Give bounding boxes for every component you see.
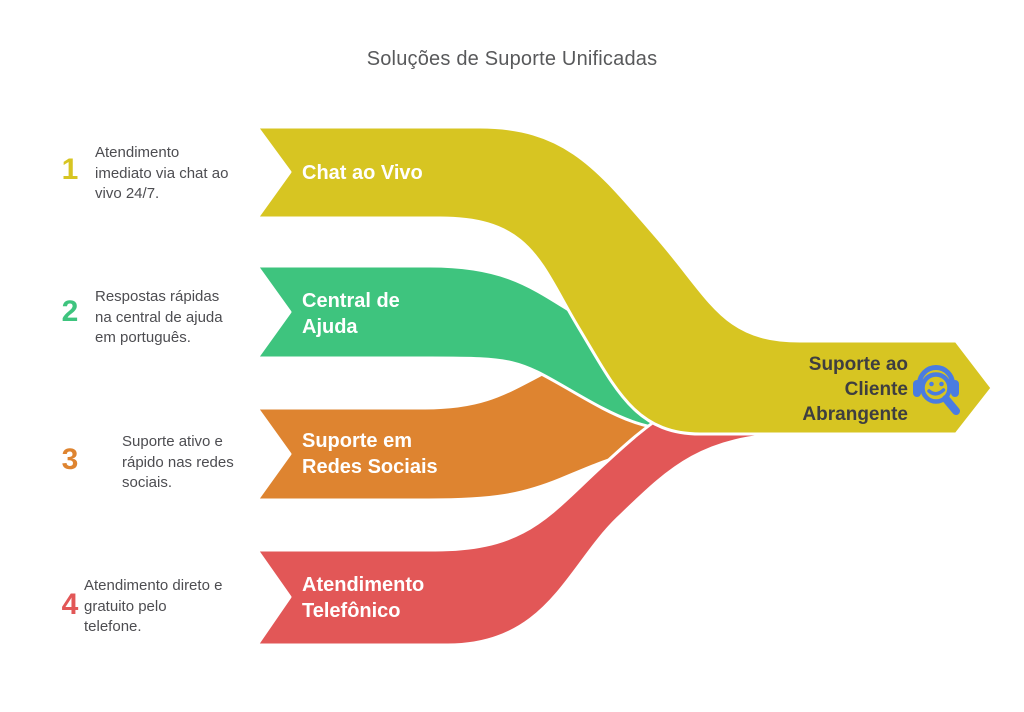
step-number-1: 1	[61, 153, 79, 186]
band-label-helpcenter: Central de Ajuda	[302, 290, 400, 338]
headset-smiley-search-icon	[913, 365, 960, 415]
step-number-3: 3	[61, 443, 79, 476]
step-description-1: Atendimento imediato via chat ao vivo 24…	[95, 144, 229, 202]
band-label-phone: Atendimento Telefônico	[302, 574, 425, 622]
band-chat-ribbon-and-result-arrow	[255, 125, 994, 436]
step-description-3: Suporte ativo e rápido nas redes sociais…	[122, 433, 234, 491]
step-description-2: Respostas rápidas na central de ajuda em…	[95, 288, 223, 346]
page-title: Soluções de Suporte Unificadas	[366, 48, 658, 70]
band-label-chat: Chat ao Vivo	[302, 162, 423, 184]
result-label: Suporte ao Cliente Abrangente	[802, 354, 908, 425]
step-description-4: Atendimento direto e gratuito pelo telef…	[84, 577, 223, 635]
step-number-2: 2	[61, 295, 79, 328]
step-number-4: 4	[61, 588, 79, 621]
band-label-social: Suporte em Redes Sociais	[302, 430, 438, 478]
